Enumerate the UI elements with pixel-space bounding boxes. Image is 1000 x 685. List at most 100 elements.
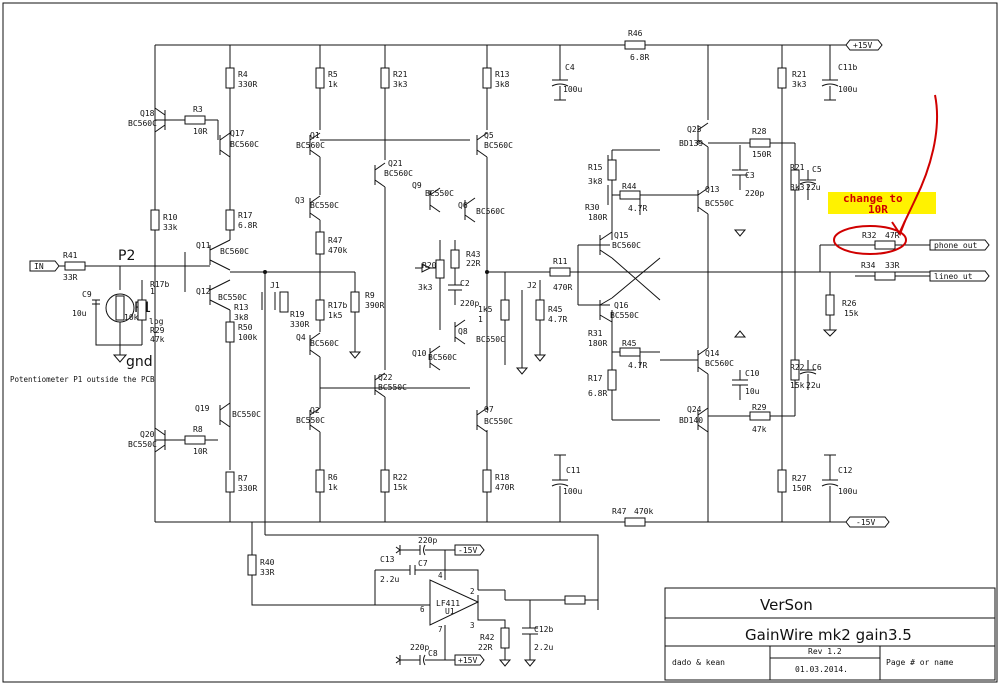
- svg-text:470k: 470k: [328, 246, 347, 255]
- svg-text:33k: 33k: [163, 223, 178, 232]
- input-section: IN R41 33R P2 P1 10k log R17b 1 C9 10u g…: [10, 248, 185, 384]
- svg-text:4.7R: 4.7R: [628, 204, 647, 213]
- annotation-line2: 10R: [868, 203, 888, 216]
- svg-text:Q9: Q9: [412, 181, 422, 190]
- left-current-sources: R3 10R Q18 BC560C Q17 BC560C R8 10R Q20 …: [128, 105, 261, 522]
- svg-text:15k: 15k: [790, 381, 805, 390]
- svg-text:R43: R43: [466, 250, 481, 259]
- svg-text:C12: C12: [838, 466, 853, 475]
- svg-text:C11: C11: [566, 466, 581, 475]
- svg-text:J1: J1: [270, 281, 280, 290]
- svg-text:330R: 330R: [290, 320, 309, 329]
- supply-rails: [154, 44, 850, 610]
- neg15-opamp-label: -15V: [458, 546, 477, 555]
- svg-text:R6: R6: [328, 473, 338, 482]
- svg-text:R45: R45: [622, 339, 637, 348]
- svg-text:7: 7: [438, 625, 443, 634]
- svg-text:330R: 330R: [238, 80, 257, 89]
- neg15-label: -15V: [856, 518, 875, 527]
- svg-text:Q2: Q2: [310, 406, 320, 415]
- svg-text:BD140: BD140: [679, 416, 703, 425]
- annotation-line1: change to: [843, 192, 903, 205]
- mid-output-section: 1k5 1 J2 R45 4.7R R11 470R: [478, 257, 930, 375]
- svg-text:R45: R45: [548, 305, 563, 314]
- svg-text:Q1: Q1: [310, 131, 320, 140]
- svg-text:Q12: Q12: [196, 287, 211, 296]
- potentiometer-note: Potentiometer P1 outside the PCB: [10, 375, 155, 384]
- svg-text:Q8: Q8: [458, 327, 468, 336]
- svg-text:R27: R27: [792, 474, 807, 483]
- svg-text:Q18: Q18: [140, 109, 155, 118]
- svg-text:BC560C: BC560C: [384, 169, 413, 178]
- svg-text:BC550C: BC550C: [484, 417, 513, 426]
- svg-text:1k: 1k: [328, 483, 338, 492]
- svg-text:220p: 220p: [745, 189, 764, 198]
- servo-section: R40 33R LF411 U1 2 3 4 6 7 C13 2.2u R42 …: [247, 522, 598, 667]
- svg-text:6.8R: 6.8R: [630, 53, 649, 62]
- svg-text:C11b: C11b: [838, 63, 857, 72]
- svg-text:4.7R: 4.7R: [628, 361, 647, 370]
- phone-out-label: phone out: [934, 241, 978, 250]
- svg-text:BC550C: BC550C: [232, 410, 261, 419]
- svg-text:Q23: Q23: [687, 125, 702, 134]
- svg-text:BC560C: BC560C: [428, 353, 457, 362]
- svg-text:180R: 180R: [588, 339, 607, 348]
- svg-text:BD139: BD139: [679, 139, 703, 148]
- pos15-top-tag: +15V: [845, 39, 883, 51]
- page-name: Page # or name: [886, 658, 954, 667]
- svg-text:R29: R29: [150, 326, 165, 335]
- svg-text:R34: R34: [861, 261, 876, 270]
- svg-text:3k8: 3k8: [234, 313, 249, 322]
- svg-text:R32: R32: [862, 231, 877, 240]
- svg-text:10u: 10u: [72, 309, 87, 318]
- change-annotation: change to 10R: [828, 94, 939, 255]
- output-stage: R15 3k8 R30 180R R44 4.7R Q15 BC560C Q16…: [577, 45, 859, 522]
- svg-text:4.7R: 4.7R: [548, 315, 567, 324]
- svg-text:10R: 10R: [193, 447, 208, 456]
- resistor-r43: R47 470k: [612, 507, 653, 527]
- svg-text:1k: 1k: [328, 80, 338, 89]
- svg-text:Q22: Q22: [378, 373, 393, 382]
- svg-text:2.2u: 2.2u: [380, 575, 399, 584]
- svg-text:47R: 47R: [885, 231, 900, 240]
- svg-text:C2: C2: [460, 279, 470, 288]
- svg-text:180R: 180R: [588, 213, 607, 222]
- svg-text:BC560C: BC560C: [296, 141, 325, 150]
- svg-text:150R: 150R: [792, 484, 811, 493]
- top-resistor-columns: R4 330R R5 1k R21 3k3 R13 3k8 R21 3k3: [225, 45, 807, 522]
- svg-text:Q6: Q6: [458, 201, 468, 210]
- svg-text:R5: R5: [328, 70, 338, 79]
- neg15-tag: -15V: [845, 516, 890, 528]
- svg-text:Q24: Q24: [687, 405, 702, 414]
- svg-text:33R: 33R: [63, 273, 78, 282]
- svg-text:R13: R13: [495, 70, 510, 79]
- svg-text:1: 1: [478, 315, 483, 324]
- bottom-caps: C11 100u C12 100u: [551, 454, 857, 522]
- svg-text:2.2u: 2.2u: [534, 643, 553, 652]
- svg-text:C13: C13: [380, 555, 395, 564]
- svg-text:22u: 22u: [806, 381, 821, 390]
- svg-text:47k: 47k: [150, 335, 165, 344]
- svg-text:R17b: R17b: [150, 280, 169, 289]
- svg-text:R26: R26: [842, 299, 857, 308]
- svg-text:3k8: 3k8: [588, 177, 603, 186]
- svg-text:R8: R8: [193, 425, 203, 434]
- svg-text:150R: 150R: [752, 150, 771, 159]
- svg-text:1: 1: [150, 287, 155, 296]
- svg-text:220p: 220p: [410, 643, 429, 652]
- svg-text:Q16: Q16: [614, 301, 629, 310]
- svg-text:3: 3: [470, 621, 475, 630]
- svg-text:100k: 100k: [238, 333, 257, 342]
- svg-text:R41: R41: [63, 251, 78, 260]
- svg-text:BC550C: BC550C: [610, 311, 639, 320]
- svg-text:Q7: Q7: [484, 405, 494, 414]
- svg-text:390R: 390R: [365, 301, 384, 310]
- authors: dado & kean: [672, 658, 725, 667]
- svg-text:R47: R47: [612, 507, 627, 516]
- svg-text:R28: R28: [752, 127, 767, 136]
- svg-text:100u: 100u: [563, 85, 582, 94]
- svg-text:3k3: 3k3: [393, 80, 408, 89]
- svg-text:R15: R15: [588, 163, 603, 172]
- svg-text:BC560C: BC560C: [476, 207, 505, 216]
